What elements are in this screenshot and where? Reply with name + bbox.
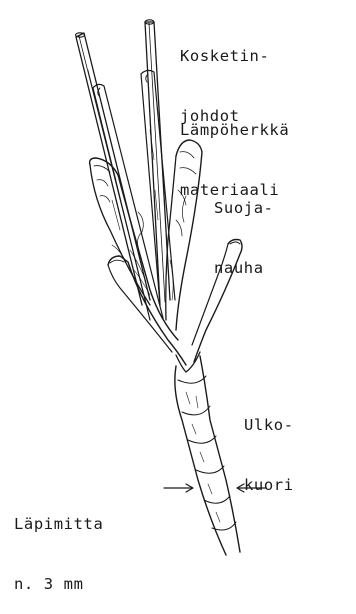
label-contact-wires-line1: Kosketin-	[180, 46, 269, 66]
label-diameter-line2: n. 3 mm	[14, 574, 103, 594]
label-outer-sheath-line2: kuori	[244, 475, 294, 495]
label-diameter: Läpimitta n. 3 mm	[14, 474, 103, 614]
label-diameter-line1: Läpimitta	[14, 514, 103, 534]
label-outer-sheath-line1: Ulko-	[244, 415, 294, 435]
heat-sensitive-material	[93, 70, 175, 320]
label-protective-tape-line2: nauha	[214, 258, 274, 278]
label-outer-sheath: Ulko- kuori	[244, 375, 294, 515]
label-heat-material-line1: Lämpöherkkä	[180, 120, 289, 140]
label-protective-tape-line1: Suoja-	[214, 198, 274, 218]
label-protective-tape: Suoja- nauha	[214, 158, 274, 298]
